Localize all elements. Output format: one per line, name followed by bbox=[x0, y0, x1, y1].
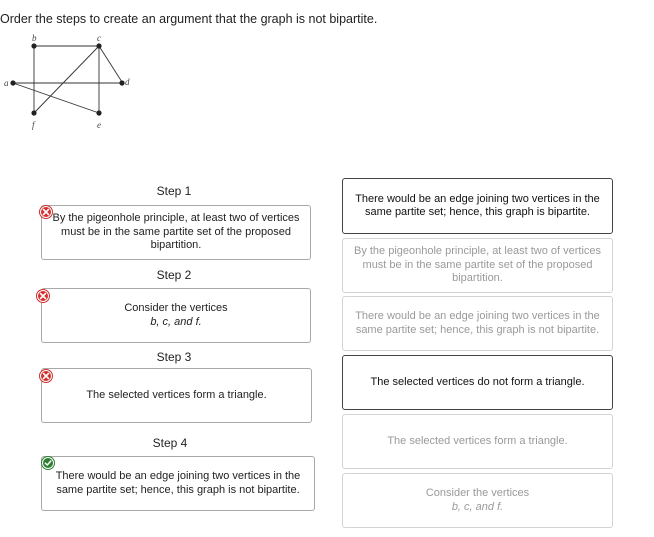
step-3-drop-zone[interactable]: The selected vertices form a triangle. bbox=[41, 368, 312, 423]
vertex-label-f: f bbox=[32, 120, 36, 130]
vertex-c bbox=[96, 43, 102, 49]
vertex-label-e: e bbox=[97, 120, 101, 130]
step-4-drop-zone[interactable]: There would be an edge joining two verti… bbox=[41, 456, 315, 511]
vertex-b bbox=[31, 43, 37, 49]
step-4-label: Step 4 bbox=[152, 436, 188, 450]
step-2-label: Step 2 bbox=[156, 268, 192, 282]
option-card-1[interactable]: There would be an edge joining two verti… bbox=[342, 178, 613, 234]
option-6-text-line1: Consider the vertices bbox=[425, 487, 530, 499]
option-card-4[interactable]: The selected vertices do not form a tria… bbox=[342, 355, 613, 410]
step-1-label: Step 1 bbox=[156, 184, 192, 198]
option-card-5[interactable]: The selected vertices form a triangle. bbox=[342, 414, 613, 469]
step-2-x-circle-icon bbox=[37, 290, 49, 302]
step-4-text: There would be an edge joining two verti… bbox=[55, 470, 301, 496]
option-3-text: There would be an edge joining two verti… bbox=[355, 310, 600, 336]
option-6-text-line2: b, c, and f. bbox=[451, 500, 504, 513]
step-1-text: By the pigeonhole principle, at least tw… bbox=[52, 212, 300, 252]
graph-figure: a b c d e f bbox=[4, 33, 130, 130]
option-card-6[interactable]: Consider the vertices b, c, and f. bbox=[342, 473, 613, 528]
vertex-d bbox=[119, 80, 125, 86]
option-4-text: The selected vertices do not form a tria… bbox=[370, 375, 585, 388]
step-2-text-line1: Consider the vertices bbox=[124, 302, 228, 314]
option-5-text: The selected vertices form a triangle. bbox=[387, 434, 568, 447]
vertex-label-d: d bbox=[125, 77, 130, 87]
step-3-text: The selected vertices form a triangle. bbox=[86, 388, 267, 401]
step-3-label: Step 3 bbox=[156, 350, 192, 364]
vertex-a bbox=[10, 80, 16, 86]
step-4-check-circle-icon bbox=[42, 457, 54, 469]
vertex-label-a: a bbox=[4, 78, 9, 88]
question-prompt: Order the steps to create an argument th… bbox=[0, 12, 378, 26]
option-2-text: By the pigeonhole principle, at least tw… bbox=[353, 245, 602, 285]
option-card-2[interactable]: By the pigeonhole principle, at least tw… bbox=[342, 238, 613, 293]
step-2-drop-zone[interactable]: Consider the vertices b, c, and f. bbox=[41, 288, 311, 343]
step-1-drop-zone[interactable]: By the pigeonhole principle, at least tw… bbox=[41, 205, 311, 260]
vertex-label-b: b bbox=[32, 33, 37, 43]
option-card-3[interactable]: There would be an edge joining two verti… bbox=[342, 296, 613, 351]
vertex-e bbox=[96, 110, 102, 116]
vertex-f bbox=[31, 110, 37, 116]
step-3-x-circle-icon bbox=[40, 370, 52, 382]
option-1-text: There would be an edge joining two verti… bbox=[355, 192, 600, 219]
vertex-label-c: c bbox=[97, 33, 101, 43]
step-1-x-circle-icon bbox=[40, 206, 52, 218]
step-2-text-line2: b, c, and f. bbox=[150, 315, 202, 328]
